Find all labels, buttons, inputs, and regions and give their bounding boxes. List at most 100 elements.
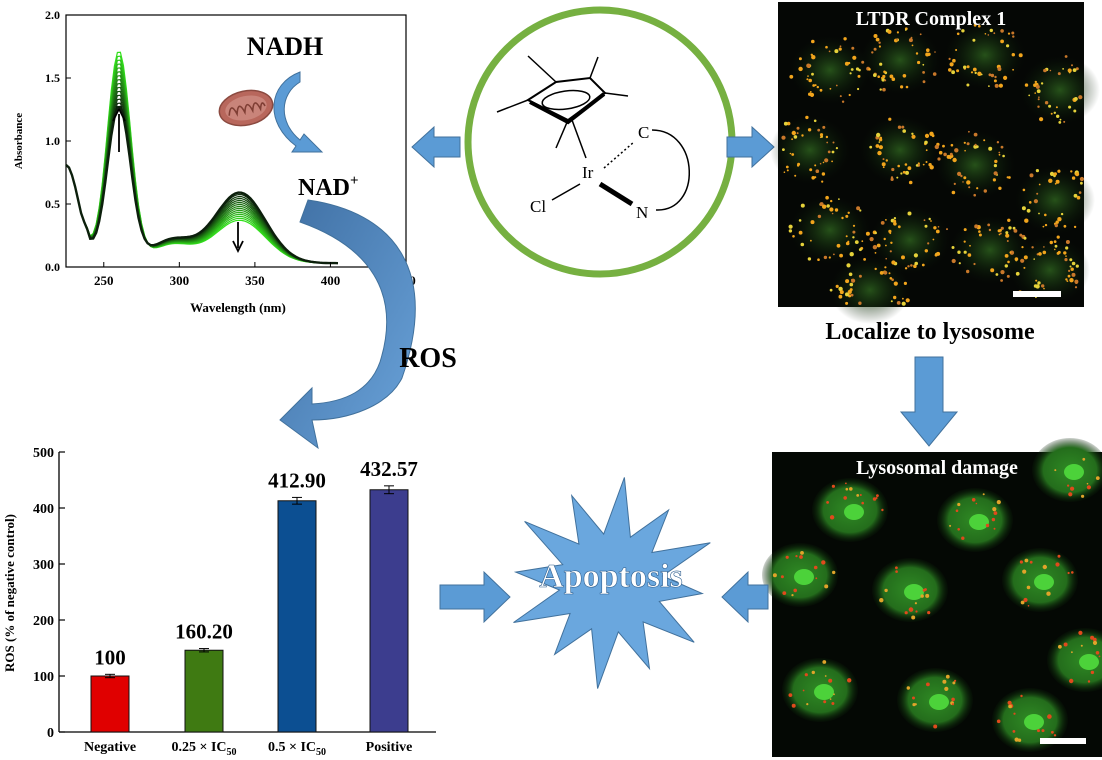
lysosome-dot	[849, 487, 853, 491]
lysosome-dot	[823, 700, 827, 704]
lysosome-dot	[1024, 83, 1029, 87]
lysosome-dot	[868, 68, 871, 71]
lysosome-dot	[821, 560, 826, 565]
lysosome-dot	[997, 229, 1001, 233]
lysosome-dot	[926, 48, 930, 52]
lysosome-dot	[1049, 171, 1055, 176]
lysosome-dot	[911, 132, 914, 135]
lysosome-dot	[873, 34, 878, 38]
uv-y-tick-label: 0.5	[45, 197, 60, 211]
lysosome-dot	[1008, 176, 1011, 179]
lysosome-dot	[973, 132, 978, 137]
cell-nucleus	[969, 514, 989, 530]
lysosome-dot	[1067, 68, 1072, 73]
lysosome-dot	[838, 47, 842, 51]
lysosome-dot	[798, 66, 803, 72]
lysosome-dot	[882, 74, 886, 79]
lysosome-dot	[839, 95, 842, 98]
lysosome-dot	[1012, 68, 1014, 71]
lysosome-dot	[1051, 730, 1054, 734]
lysosome-dot	[791, 703, 796, 708]
lysosome-dot	[997, 67, 1002, 71]
uv-curves	[65, 51, 339, 265]
lysosome-dot	[973, 262, 976, 266]
lysosome-dot	[799, 555, 803, 559]
lysosome-dot	[1033, 258, 1035, 260]
lysosome-dot	[861, 240, 864, 243]
lysosome-dot	[998, 153, 1001, 156]
lysosome-dot	[796, 132, 799, 135]
lysosome-dot	[1011, 31, 1015, 35]
lysosome-dot	[922, 163, 925, 166]
lysosome-dot	[788, 229, 793, 233]
lysosome-dot	[794, 174, 797, 177]
lysosome-dot	[800, 242, 805, 247]
lysosome-dot	[1014, 257, 1019, 261]
lysosome-dot	[1007, 32, 1011, 35]
lysosome-dot	[1013, 229, 1018, 233]
lysosome-dot	[791, 594, 794, 597]
lysosome-dot	[993, 79, 997, 83]
lysosome-dot	[885, 159, 888, 162]
lysosome-dot	[826, 141, 829, 144]
lysosome-dot	[1035, 284, 1040, 289]
lysosome-dot	[850, 293, 854, 297]
lysosome-dot	[889, 277, 893, 280]
lysosome-dot	[806, 78, 809, 81]
lysosome-dot	[1063, 251, 1067, 255]
cell-nucleus	[904, 584, 924, 600]
lysosome-dot	[989, 28, 993, 33]
lysosome-dot	[819, 133, 824, 137]
uv-y-tick-label: 1.0	[45, 134, 60, 148]
lysosome-dot	[995, 273, 999, 276]
lysosome-dot	[957, 502, 961, 507]
lysosome-dot	[1067, 274, 1071, 278]
lysosome-dot	[825, 135, 829, 139]
lysosome-dot	[1058, 644, 1062, 649]
lysosome-dot	[1055, 179, 1060, 184]
lysosome-dot	[1038, 212, 1040, 215]
lysosome-dot	[1074, 286, 1078, 289]
lysosome-dot	[810, 220, 815, 225]
lysosome-dot	[933, 724, 938, 729]
lysosome-dot	[1015, 271, 1020, 276]
apoptosis-label: Apoptosis	[539, 558, 683, 595]
lysosome-dot	[993, 527, 996, 530]
lysosome-dot	[806, 63, 811, 68]
lysosome-dot	[811, 55, 816, 60]
lysosome-dot	[1080, 644, 1083, 647]
lysosome-dot	[946, 228, 948, 231]
lysosome-dot	[1013, 712, 1016, 715]
lysosome-dot	[1038, 96, 1040, 98]
lysosome-dot	[934, 253, 938, 257]
iridium-complex-structure: Ir Cl C N	[464, 6, 736, 278]
lysosome-dot	[957, 250, 961, 254]
lysosome-dot	[847, 678, 852, 683]
lysosome-dot	[912, 703, 916, 707]
lysosome-dot	[1071, 272, 1076, 277]
lysosome-dot	[1075, 281, 1078, 285]
lysosome-dot	[990, 268, 995, 273]
lysosome-dot	[858, 274, 862, 278]
lysosome-dot	[942, 679, 947, 684]
lysosome-dot	[845, 487, 849, 491]
lysosome-dot	[879, 136, 883, 140]
lysosome-dot	[1076, 195, 1081, 200]
cell-nucleus	[1024, 714, 1044, 730]
lysosome-dot	[1057, 250, 1061, 254]
lysosome-dot	[891, 167, 895, 172]
lysosome-dot	[800, 203, 805, 208]
lysosome-dot	[874, 252, 877, 254]
lysosome-dot	[1035, 84, 1040, 89]
lysosome-dot	[900, 172, 903, 175]
cell-body	[1010, 236, 1090, 304]
lysosome-dot	[848, 93, 851, 97]
lysosome-dot	[957, 171, 962, 176]
lysosome-dot	[835, 147, 839, 150]
cell-body	[790, 36, 870, 104]
lysosome-dot	[1003, 75, 1008, 80]
lysosome-dot	[1053, 111, 1057, 115]
lysosome-dot	[1065, 240, 1070, 244]
nitrogen-atom: N	[636, 203, 648, 222]
